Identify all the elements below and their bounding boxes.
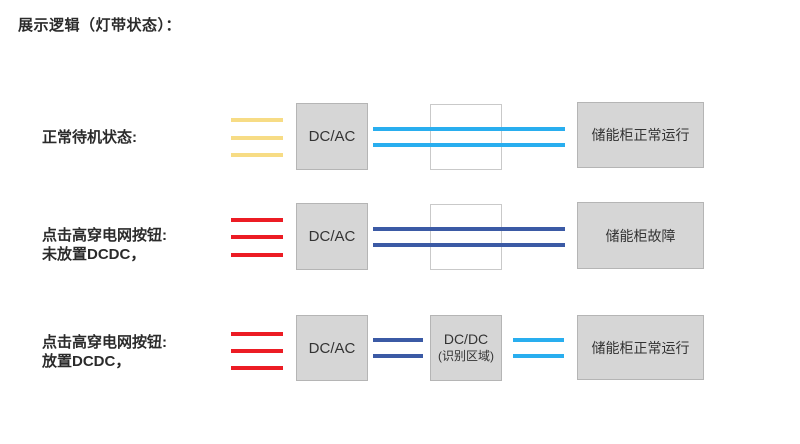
row3-dcdc-label-line2: (识别区域) [438,349,494,363]
row3-dcac-label: DC/AC [308,339,356,357]
row2-status-box: 储能柜故障 [577,202,704,269]
row2-lamp-strip-line-1 [231,218,283,222]
row3-label-line1: 点击高穿电网按钮: [42,334,167,351]
row3-label-line2: 放置DCDC， [42,352,131,370]
row1-lamp-strip-line-2 [231,136,283,140]
row2-label-line2: 未放置DCDC， [42,245,146,263]
row2-dcac-box: DC/AC [296,203,368,270]
row2-label: 点击高穿电网按钮: 未放置DCDC， [42,227,167,264]
row2-wire-1 [373,227,565,231]
row1-passthrough-box [430,104,502,170]
row2-status-label: 储能柜故障 [605,227,676,244]
row2-lamp-strip-line-2 [231,235,283,239]
row1-wire-2 [373,143,565,147]
row2-label-line1: 点击高穿电网按钮: [42,227,167,244]
row1-label: 正常待机状态: [42,129,137,148]
row1-lamp-strip-line-3 [231,153,283,157]
row1-wire-1 [373,127,565,131]
row1-label-line1: 正常待机状态: [42,129,137,146]
row2-passthrough-box [430,204,502,270]
row3-lamp-strip-line-1 [231,332,283,336]
row3-status-label: 储能柜正常运行 [591,339,690,356]
page-title: 展示逻辑（灯带状态）： [18,17,182,34]
row2-dcac-label: DC/AC [308,228,356,245]
row3-dcdc-box: DC/DC (识别区域) [430,315,502,381]
row2-lamp-strip-line-3 [231,253,283,257]
row1-dcac-label: DC/AC [308,128,356,145]
row3-wire-out-2 [513,354,564,358]
row3-status-box: 储能柜正常运行 [577,315,704,380]
row1-status-label: 储能柜正常运行 [591,127,690,143]
row3-label: 点击高穿电网按钮: 放置DCDC， [42,334,167,371]
row3-wire-out-1 [513,338,564,342]
row3-dcac-box: DC/AC [296,315,368,381]
row1-lamp-strip-line-1 [231,118,283,122]
row2-wire-2 [373,243,565,247]
row1-dcac-box: DC/AC [296,103,368,170]
row3-lamp-strip-line-2 [231,349,283,353]
row3-wire-in-1 [373,338,423,342]
row1-status-box: 储能柜正常运行 [577,102,704,168]
row3-dcdc-label-line1: DC/DC [443,331,489,347]
row3-wire-in-2 [373,354,423,358]
row3-lamp-strip-line-3 [231,366,283,370]
